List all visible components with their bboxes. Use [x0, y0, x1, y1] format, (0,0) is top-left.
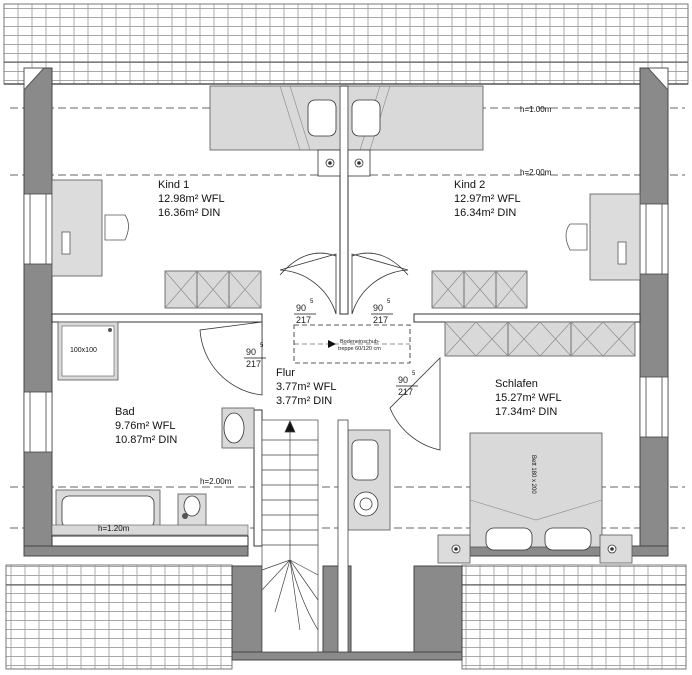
desk-kind1: [51, 179, 129, 277]
bed-label: Bett 180 x 200: [530, 455, 536, 494]
doors: [199, 253, 441, 451]
wardrobe-kind1: [164, 270, 262, 309]
roof-bottom-right: [461, 564, 687, 670]
roof-top: [3, 3, 689, 85]
svg-text:5: 5: [387, 299, 391, 305]
room-label-kind1: Kind 1 12.98m² WFL 16.36m² DIN: [158, 179, 225, 219]
svg-text:5: 5: [260, 343, 264, 349]
svg-text:16.36m² DIN: 16.36m² DIN: [158, 207, 220, 219]
eave-corners: [23, 67, 669, 92]
staircase: [261, 419, 319, 653]
room-label-bad: Bad 9.76m² WFL 10.87m² DIN: [115, 406, 177, 446]
height-label-bad-120: h=1.20m: [98, 524, 130, 533]
roof-bottom-left: [5, 564, 233, 670]
svg-text:15.27m² WFL: 15.27m² WFL: [495, 392, 562, 404]
washbasin: [221, 407, 255, 449]
svg-text:217: 217: [373, 315, 388, 325]
door-label-kind2: 90 5 217: [371, 299, 393, 325]
door-kind2-swing: [351, 252, 409, 276]
svg-text:17.34m² DIN: 17.34m² DIN: [495, 406, 557, 418]
door-label-kind1: 90 5 217: [294, 299, 316, 325]
room-label-schlafen: Schlafen 15.27m² WFL 17.34m² DIN: [495, 378, 562, 418]
svg-text:3.77m² WFL: 3.77m² WFL: [276, 381, 337, 393]
svg-text:217: 217: [398, 387, 413, 397]
svg-text:12.97m² WFL: 12.97m² WFL: [454, 193, 521, 205]
dormer-kind1: [209, 85, 341, 177]
flur-cabinet: [337, 419, 391, 653]
bed: [437, 432, 633, 564]
toilet: [177, 493, 207, 527]
desk-kind2: [565, 193, 641, 281]
door-label-schlafen: 90 5 217: [396, 371, 418, 397]
svg-text:Kind 1: Kind 1: [158, 179, 189, 191]
shower: [57, 321, 119, 381]
svg-text:217: 217: [246, 359, 261, 369]
svg-text:12.98m² WFL: 12.98m² WFL: [158, 193, 225, 205]
svg-text:90: 90: [296, 303, 306, 313]
height-label-kind2-1m: h=1.00m: [520, 105, 552, 114]
door-label-bad: 90 5 217: [244, 343, 266, 369]
svg-text:Kind 2: Kind 2: [454, 179, 485, 191]
height-label-kind2-2m: h=2.00m: [520, 168, 552, 177]
attic-hatch-label-2: treppe 60/120 cm: [338, 346, 381, 352]
dormer-kind2: [347, 85, 484, 177]
svg-text:5: 5: [412, 371, 416, 377]
room-label-flur: Flur 3.77m² WFL 3.77m² DIN: [276, 367, 337, 407]
svg-text:90: 90: [246, 347, 256, 357]
svg-text:Flur: Flur: [276, 367, 295, 379]
height-label-bad-2m: h=2.00m: [200, 477, 232, 486]
attic-hatch-label-1: Bodeneinschub-: [340, 339, 380, 345]
wardrobe-kind2: [431, 270, 528, 309]
svg-text:5: 5: [310, 299, 314, 305]
svg-text:10.87m² DIN: 10.87m² DIN: [115, 434, 177, 446]
wardrobe-schlafen: [444, 321, 636, 357]
room-label-kind2: Kind 2 12.97m² WFL 16.34m² DIN: [454, 179, 521, 219]
shower-label: 100x100: [70, 347, 97, 354]
svg-text:217: 217: [296, 315, 311, 325]
svg-text:90: 90: [373, 303, 383, 313]
svg-text:9.76m² WFL: 9.76m² WFL: [115, 420, 176, 432]
svg-text:3.77m² DIN: 3.77m² DIN: [276, 395, 332, 407]
svg-text:90: 90: [398, 375, 408, 385]
svg-text:Schlafen: Schlafen: [495, 378, 538, 390]
windows: [23, 193, 669, 453]
svg-text:Bad: Bad: [115, 406, 135, 418]
door-kind1-swing: [279, 252, 337, 276]
svg-text:16.34m² DIN: 16.34m² DIN: [454, 207, 516, 219]
